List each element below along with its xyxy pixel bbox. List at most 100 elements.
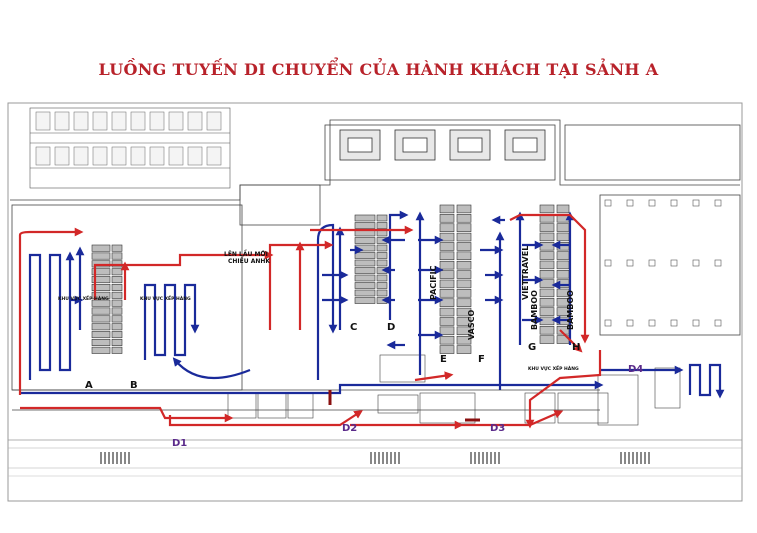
counter-desk [91, 260, 111, 268]
counter-desk [439, 204, 455, 214]
counter-desk [456, 326, 472, 336]
crosswalk-stripe [498, 452, 500, 464]
counter-desk [354, 259, 376, 267]
counter-desk [439, 317, 455, 326]
counter-desk [439, 289, 455, 298]
counter-desk [111, 268, 123, 276]
column [626, 319, 634, 327]
parking-cell [54, 111, 70, 131]
counter-desk [456, 251, 472, 261]
parking-cell [149, 146, 165, 166]
parking-cell [111, 111, 127, 131]
counter-desk [456, 260, 472, 270]
counter-desk [376, 274, 388, 282]
upstairs-sub-label: CHIẾU ANHK [228, 257, 270, 265]
counter-desk [91, 338, 111, 346]
crosswalk-stripe [382, 452, 384, 464]
counter-desk [439, 298, 455, 307]
parking-cell [168, 146, 184, 166]
counter-desk [354, 274, 376, 282]
counter-desk [539, 316, 555, 326]
crosswalk-stripe [624, 452, 626, 464]
crosswalk-stripe [398, 452, 400, 464]
counter-label-f: F [478, 354, 485, 365]
counter-desk [456, 307, 472, 317]
counter-desk [354, 282, 376, 289]
counter-desk [91, 283, 111, 291]
counter-desk [456, 204, 472, 214]
column [648, 259, 656, 267]
parking-cell [149, 111, 165, 131]
column [604, 259, 612, 267]
queue-b-label: KHU VỰC XẾP HÀNG [140, 294, 191, 302]
parking-cell [73, 111, 89, 131]
counter-desk [111, 338, 123, 346]
column [714, 319, 722, 327]
counter-desk [91, 346, 111, 354]
parking-cells [35, 111, 222, 166]
parking-cell [54, 146, 70, 166]
airline-label-bamboo-2: BAMBOO [566, 290, 575, 330]
counter-desk [456, 279, 472, 289]
door-labels: D1 D2 D3 D4 [172, 364, 643, 449]
counter-desk [354, 214, 376, 222]
counter-desk [539, 242, 555, 251]
parking-grid [29, 107, 231, 189]
crosswalk-stripe [108, 452, 110, 464]
counter-label-b: B [130, 380, 138, 391]
parking-cell [111, 146, 127, 166]
counter-desk [456, 270, 472, 279]
counter-desk [354, 222, 376, 229]
counter-desk [539, 326, 555, 335]
counter-desk [91, 291, 111, 299]
column [604, 319, 612, 327]
crosswalk-stripe [116, 452, 118, 464]
counter-label-c: C [350, 322, 357, 333]
counter-desk [539, 335, 555, 344]
counter-desk [439, 279, 455, 289]
crosswalk-stripe [486, 452, 488, 464]
counter-desk [556, 260, 570, 270]
column [670, 199, 678, 207]
counter-desk [111, 299, 123, 307]
counter-desk [111, 291, 123, 299]
crosswalk-stripe [390, 452, 392, 464]
counter-desk [354, 297, 376, 304]
airline-label-bamboo-1: BAMBOO [530, 290, 539, 330]
queue-a-label: KHU VỰC XẾP HÀNG [58, 294, 109, 302]
structural-columns [604, 199, 722, 327]
counter-banks [91, 204, 570, 354]
counter-desk [354, 252, 376, 259]
counter-desk [539, 288, 555, 298]
airline-label-vasco: VASCO [467, 310, 476, 340]
counter-desk [439, 214, 455, 223]
equipment-unit-inner [457, 137, 483, 153]
parking-cell [35, 146, 51, 166]
counter-desk [91, 323, 111, 331]
counter-desk [539, 223, 555, 232]
parking-cell [168, 111, 184, 131]
column [670, 259, 678, 267]
column [604, 199, 612, 207]
counter-desk [456, 232, 472, 242]
counter-desk [439, 326, 455, 336]
counter-desk [439, 270, 455, 279]
arrival-flow-lines [20, 210, 725, 399]
counter-desk [354, 237, 376, 244]
counter-desk [456, 214, 472, 223]
crosswalk-stripe [124, 452, 126, 464]
departure-flow-lines [18, 213, 602, 430]
parking-cell [35, 111, 51, 131]
counter-label-a: A [85, 380, 93, 391]
counter-desk [439, 260, 455, 270]
parking-cell [187, 146, 203, 166]
crosswalk-stripe [386, 452, 388, 464]
crosswalk-stripe [120, 452, 122, 464]
parking-cell [92, 146, 108, 166]
counter-desk [556, 242, 570, 251]
terminal-walls [10, 119, 741, 411]
counter-desk [456, 289, 472, 298]
column [692, 319, 700, 327]
door-label-d2: D2 [342, 423, 357, 434]
counter-desk [91, 252, 111, 260]
